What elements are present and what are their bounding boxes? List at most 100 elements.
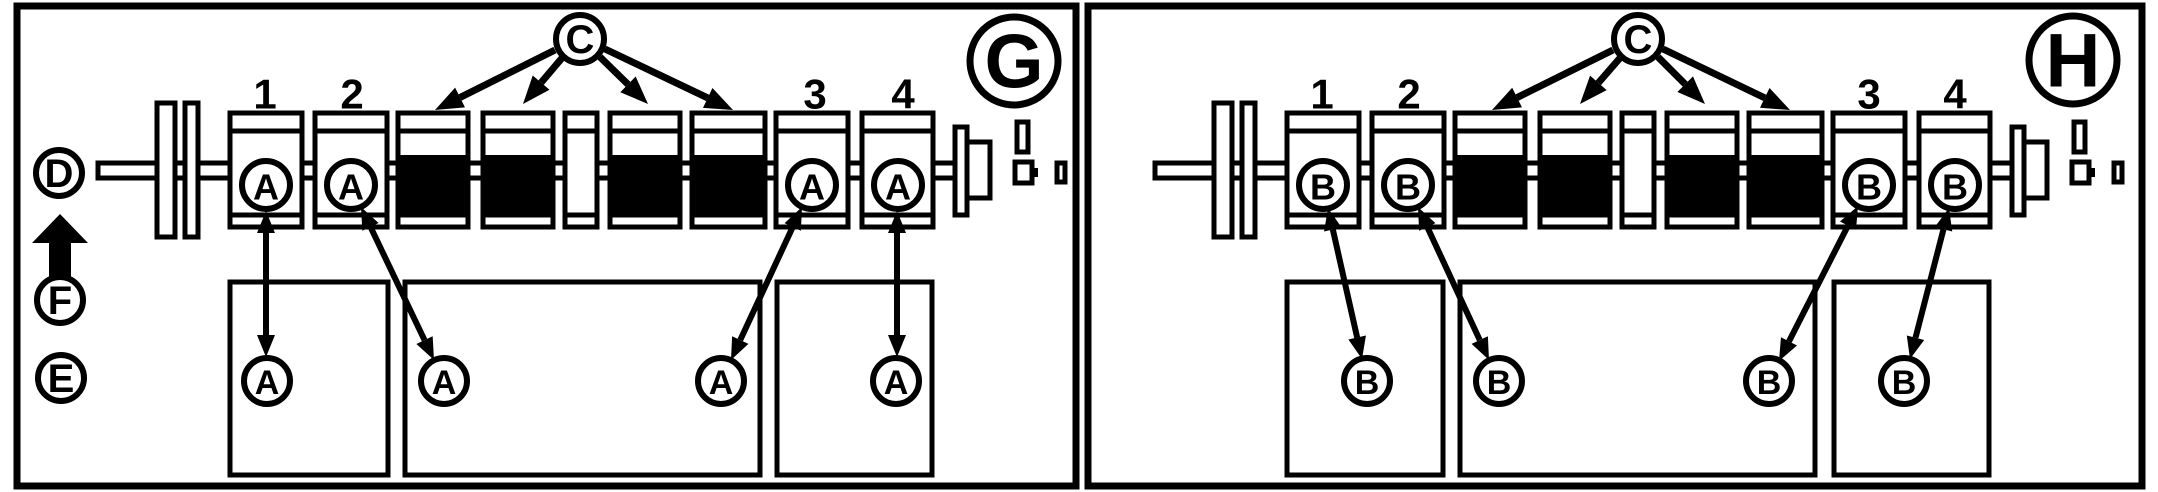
flywheel-plate [1211, 100, 1235, 240]
web-callout-arrow-head [1580, 75, 1607, 104]
web-callout-circle [553, 12, 607, 66]
crank-web-fill [1542, 155, 1608, 217]
web-callout-arrow-shaft [597, 54, 631, 87]
key-piece-notch [1032, 168, 1038, 177]
panel-h-cap-mark-3: B [1757, 364, 1782, 402]
bearing-mark-arrow-head [784, 207, 802, 231]
bearing-mark-arrow-head [1839, 206, 1858, 230]
panel-h-journal-number-4: 4 [1943, 71, 1967, 118]
crank-web-fill [612, 155, 678, 217]
bearing-mark-arrow-shaft [1912, 228, 1947, 339]
web-callout-arrow-shaft [538, 55, 565, 85]
callout-d-circle [33, 147, 85, 199]
panel-g-cap-mark-3: A [709, 364, 734, 402]
panel-h-journal-mark-3: B [1856, 167, 1882, 208]
web-callout-circle [1611, 12, 1665, 66]
panel-g-journal-mark-4: A [885, 167, 911, 208]
web-callout-arrow-shaft [1595, 55, 1623, 86]
flywheel-plate [182, 100, 201, 240]
bearing-mark-arrow-head [1471, 336, 1489, 360]
panel-g-texts: G C 1 2 3 4 D F E A A A A A A A A [45, 18, 1044, 402]
panel-g-journal-mark-3: A [799, 167, 825, 208]
callout-e-circle [35, 352, 87, 404]
flywheel-plate [1239, 100, 1258, 240]
journal-mark-circle [1928, 158, 1982, 212]
bearing-mark-arrow-head [1934, 208, 1953, 232]
crank-web-fill [485, 155, 551, 217]
cap-mark-circle [695, 355, 747, 407]
front-direction-arrow [32, 214, 88, 277]
panel-h-journal-number-1: 1 [1310, 71, 1333, 118]
panel-h-journal-mark-4: B [1942, 167, 1968, 208]
key-piece [2111, 160, 2125, 185]
web-callout-arrow-shaft [1661, 45, 1767, 102]
bearing-mark-arrow-head [361, 207, 379, 231]
bearing-mark-arrow-shaft [1786, 224, 1851, 343]
bearing-mark-arrow-head [257, 211, 275, 233]
panel-h-cap-mark-4: B [1892, 364, 1917, 402]
panel-g-journal-number-1: 1 [253, 71, 276, 118]
journal-mark-circle [1842, 158, 1896, 212]
crank-web-fill [400, 155, 466, 217]
panel-g-shapes [13, 2, 1080, 490]
bearing-mark-arrow-shaft [1424, 225, 1483, 342]
panel-h-journal-mark-1: B [1310, 167, 1336, 208]
cap-mark-circle [1473, 355, 1525, 407]
web-callout-arrow-shaft [1515, 46, 1615, 101]
panel-g-journal-mark-1: A [253, 167, 279, 208]
bearing-mark-arrow-head [731, 336, 749, 360]
bearing-mark-arrow-head [1348, 335, 1366, 359]
panel-h-cap-mark-1: B [1355, 364, 1380, 402]
bearing-mark-arrow-shaft [367, 225, 428, 342]
journal-mark-circle [785, 158, 839, 212]
bearing-mark-arrow-head [1418, 207, 1436, 231]
callout-f-circle [34, 274, 86, 326]
panel-h-journal-mark-2: B [1395, 167, 1421, 208]
key-piece [1012, 159, 1035, 186]
cap-mark-circle [1878, 355, 1930, 407]
crank-web-fill [1751, 155, 1820, 217]
bearing-mark-arrow-shaft [1329, 228, 1361, 339]
web-callout-arrow-head [1492, 87, 1522, 110]
bearing-mark-arrow-head [888, 335, 906, 357]
panel-h-journal-number-3: 3 [1857, 71, 1880, 118]
bearing-mark-arrow-head [1906, 335, 1925, 359]
crank-web-fill [694, 155, 763, 217]
bearing-mark-arrow-head [888, 211, 906, 233]
crank-web-fill [1669, 155, 1735, 217]
panel-h-journal-number-2: 2 [1397, 71, 1420, 118]
panel-g-journal-number-2: 2 [340, 71, 363, 118]
key-piece-notch [2089, 168, 2095, 177]
key-piece [1014, 119, 1031, 155]
panel-h-shapes [1084, 2, 2146, 490]
cap-mark-circle [418, 355, 470, 407]
panel-h-cap-mark-2: B [1487, 364, 1512, 402]
panel-h-web-callout-letter: C [1624, 18, 1653, 62]
bearing-mark-arrow-head [416, 336, 434, 360]
panel-g-badge-letter: G [984, 20, 1043, 105]
key-piece [2071, 119, 2088, 155]
journal-mark-circle [324, 158, 378, 212]
bearing-mark-arrow-head [1324, 208, 1342, 232]
panel-g-cap-mark-4: A [884, 364, 909, 402]
bearing-mark-arrow-shaft [737, 225, 796, 342]
key-piece [2069, 159, 2092, 186]
panel-badge-circle [2025, 12, 2121, 108]
cap-mark-circle [1341, 355, 1393, 407]
cap-mark-circle [241, 355, 293, 407]
callout-f-letter: F [48, 279, 72, 323]
panel-g-web-callout-letter: C [566, 18, 595, 62]
panel-h-badge-letter: H [2046, 19, 2101, 104]
web-callout-arrow-head [435, 87, 465, 110]
panel-g-cap-mark-2: A [432, 364, 457, 402]
rear-flange [964, 139, 993, 201]
journal-mark-circle [1381, 158, 1435, 212]
journal-mark-circle [1296, 158, 1350, 212]
panel-g-journal-number-4: 4 [891, 71, 915, 118]
panel-g-cap-mark-1: A [255, 364, 280, 402]
key-piece [1054, 160, 1068, 185]
callout-e-letter: E [48, 357, 75, 401]
web-callout-arrow-head [620, 76, 648, 104]
flywheel-plate [154, 100, 178, 240]
cap-mark-circle [870, 355, 922, 407]
